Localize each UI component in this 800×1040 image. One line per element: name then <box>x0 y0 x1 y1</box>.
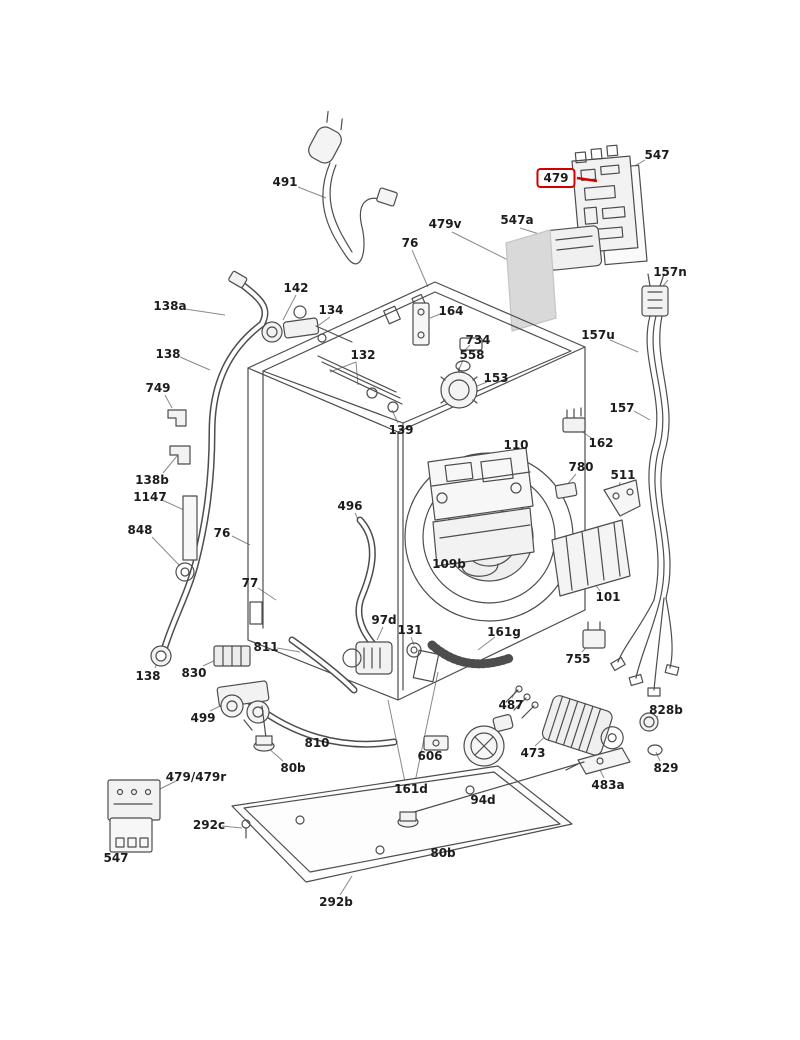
part-label: 479/479r <box>165 770 227 784</box>
screws-487 <box>505 685 539 719</box>
part-label: 606 <box>417 749 443 763</box>
part-label: 139 <box>388 423 414 437</box>
part-label: 157u <box>581 328 615 342</box>
bracket-511 <box>603 479 641 517</box>
clip-780 <box>554 482 578 499</box>
switch-162 <box>562 407 586 433</box>
base-screw <box>241 819 251 839</box>
part-label: 734 <box>465 333 491 347</box>
cap-and-seal <box>639 712 663 756</box>
bracket-606 <box>423 735 449 751</box>
part-label: 780 <box>568 460 594 474</box>
part-label: 138a <box>153 299 187 313</box>
part-label: 97d <box>371 613 397 627</box>
part-label: 292b <box>319 895 353 909</box>
part-label: 558 <box>459 348 485 362</box>
part-label: 479v <box>428 217 462 231</box>
part-label: 76 <box>213 526 231 540</box>
part-label: 153 <box>483 371 509 385</box>
inlet-valve <box>261 305 353 343</box>
part-label: 810 <box>304 736 330 750</box>
inner-hose <box>355 516 390 660</box>
part-label: 132 <box>350 348 376 362</box>
part-label: 487 <box>498 698 524 712</box>
terminal-block <box>213 645 251 667</box>
power-cord <box>308 110 398 265</box>
bracket-755 <box>582 621 606 649</box>
motor <box>541 695 624 756</box>
pressure-switch <box>440 337 483 409</box>
tub-module <box>427 447 534 521</box>
part-label: 77 <box>241 576 259 590</box>
part-label: 848 <box>127 523 153 537</box>
lower-board <box>107 779 161 853</box>
part-label: 76 <box>401 236 419 250</box>
part-label: 829 <box>653 761 679 775</box>
foil-sheet <box>505 229 557 332</box>
part-label: 134 <box>318 303 344 317</box>
part-label: 811 <box>253 640 279 654</box>
part-label: 755 <box>565 652 591 666</box>
part-label: 162 <box>588 436 614 450</box>
wiring-harness <box>610 273 680 697</box>
part-label: 80b <box>430 846 456 860</box>
part-label: 157 <box>609 401 635 415</box>
part-label: 80b <box>280 761 306 775</box>
part-label: 491 <box>272 175 298 189</box>
aux-motor <box>342 641 422 675</box>
part-label: 161d <box>394 782 428 796</box>
part-label: 830 <box>181 666 207 680</box>
fill-hose <box>150 270 269 667</box>
part-label: 138 <box>155 347 181 361</box>
pump-filter <box>463 714 514 767</box>
part-label: 547 <box>644 148 670 162</box>
bracket-164 <box>412 302 430 346</box>
part-label: 94d <box>470 793 496 807</box>
part-label: 499 <box>190 711 216 725</box>
part-label: 138 <box>135 669 161 683</box>
part-label: 131 <box>397 623 423 637</box>
pipes <box>317 355 403 413</box>
part-label: 473 <box>520 746 546 760</box>
part-label: 138b <box>135 473 169 487</box>
highlight-callout <box>576 176 598 183</box>
support-101 <box>551 519 631 597</box>
rear-foot <box>397 761 585 828</box>
left-clips <box>167 409 198 582</box>
part-label: 161g <box>487 625 521 639</box>
part-label: 109b <box>432 557 466 571</box>
part-label: 828b <box>649 703 683 717</box>
part-label: 511 <box>610 468 636 482</box>
part-label: 483a <box>591 778 625 792</box>
corrugated-hose <box>427 640 515 669</box>
part-label: 496 <box>337 499 363 513</box>
part-label: 547 <box>103 851 129 865</box>
part-label: 101 <box>595 590 621 604</box>
part-label: 110 <box>503 438 529 452</box>
part-label: 164 <box>438 304 464 318</box>
part-label: 1147 <box>133 490 167 504</box>
part-label-highlighted: 479 <box>536 168 576 188</box>
part-label: 292c <box>192 818 226 832</box>
part-label: 157n <box>653 265 687 279</box>
cabinet <box>247 281 586 701</box>
mount-plate <box>565 747 631 775</box>
part-label: 142 <box>283 281 309 295</box>
tub-lower <box>432 507 535 577</box>
part-label: 547a <box>500 213 534 227</box>
part-label: 749 <box>145 381 171 395</box>
left-foot <box>253 705 275 752</box>
